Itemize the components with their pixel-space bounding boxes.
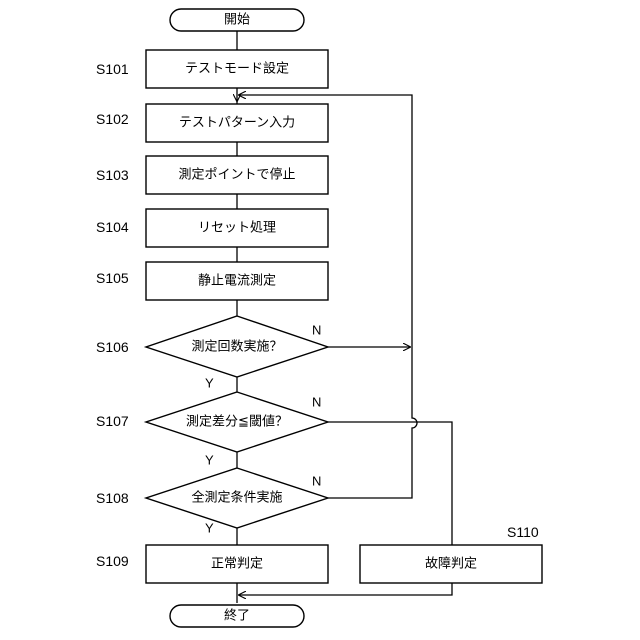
step-label-s102: S102 (96, 111, 129, 127)
node-s105-label: 静止電流測定 (198, 274, 276, 289)
branch-label-s108-yes: Y (205, 521, 214, 536)
step-label-s107: S107 (96, 413, 129, 429)
node-end-label: 終了 (224, 608, 250, 624)
step-label-s106: S106 (96, 339, 129, 355)
node-s106: 測定回数実施？ (146, 316, 328, 377)
node-s103-label: 測定ポイントで停止 (178, 167, 295, 183)
node-s107: 測定差分≦閾値？ (146, 392, 328, 452)
node-s109-label: 正常判定 (211, 557, 263, 572)
step-label-s105: S105 (96, 270, 129, 286)
node-start-label: 開始 (224, 13, 250, 28)
branch-label-s107-no: N (312, 395, 321, 410)
step-label-s103: S103 (96, 167, 129, 183)
node-s102-label: テストパターン入力 (179, 116, 295, 131)
node-start: 開始 (170, 9, 304, 31)
node-s102: テストパターン入力 (146, 104, 328, 142)
node-s101-label: テストモード設定 (185, 61, 289, 77)
node-s110-label: 故障判定 (425, 557, 477, 572)
node-s108: 全測定条件実施 (146, 468, 328, 528)
node-s106-label: 測定回数実施？ (191, 339, 282, 355)
wire-s110-end (239, 583, 452, 595)
branch-label-s106-no: N (312, 323, 321, 338)
branch-label-s108-no: N (312, 474, 321, 489)
node-s108-label: 全測定条件実施 (191, 490, 282, 506)
step-label-s101: S101 (96, 61, 129, 77)
node-s104-label: リセット処理 (198, 221, 276, 236)
node-s107-label: 測定差分≦閾値？ (186, 414, 288, 430)
node-s110: 故障判定 (360, 545, 542, 583)
node-s103: 測定ポイントで停止 (146, 156, 328, 194)
step-label-s110: S110 (507, 524, 539, 540)
node-s104: リセット処理 (146, 209, 328, 247)
step-label-s109: S109 (96, 553, 129, 569)
node-s101: テストモード設定 (146, 50, 328, 88)
branch-label-s107-yes: Y (205, 453, 214, 468)
wire-s107-no (328, 422, 452, 545)
step-label-s108: S108 (96, 490, 129, 506)
node-end: 終了 (170, 605, 304, 627)
node-s105: 静止電流測定 (146, 262, 328, 300)
step-label-s104: S104 (96, 219, 129, 235)
branch-label-s106-yes: Y (205, 376, 214, 391)
node-s109: 正常判定 (146, 545, 328, 583)
